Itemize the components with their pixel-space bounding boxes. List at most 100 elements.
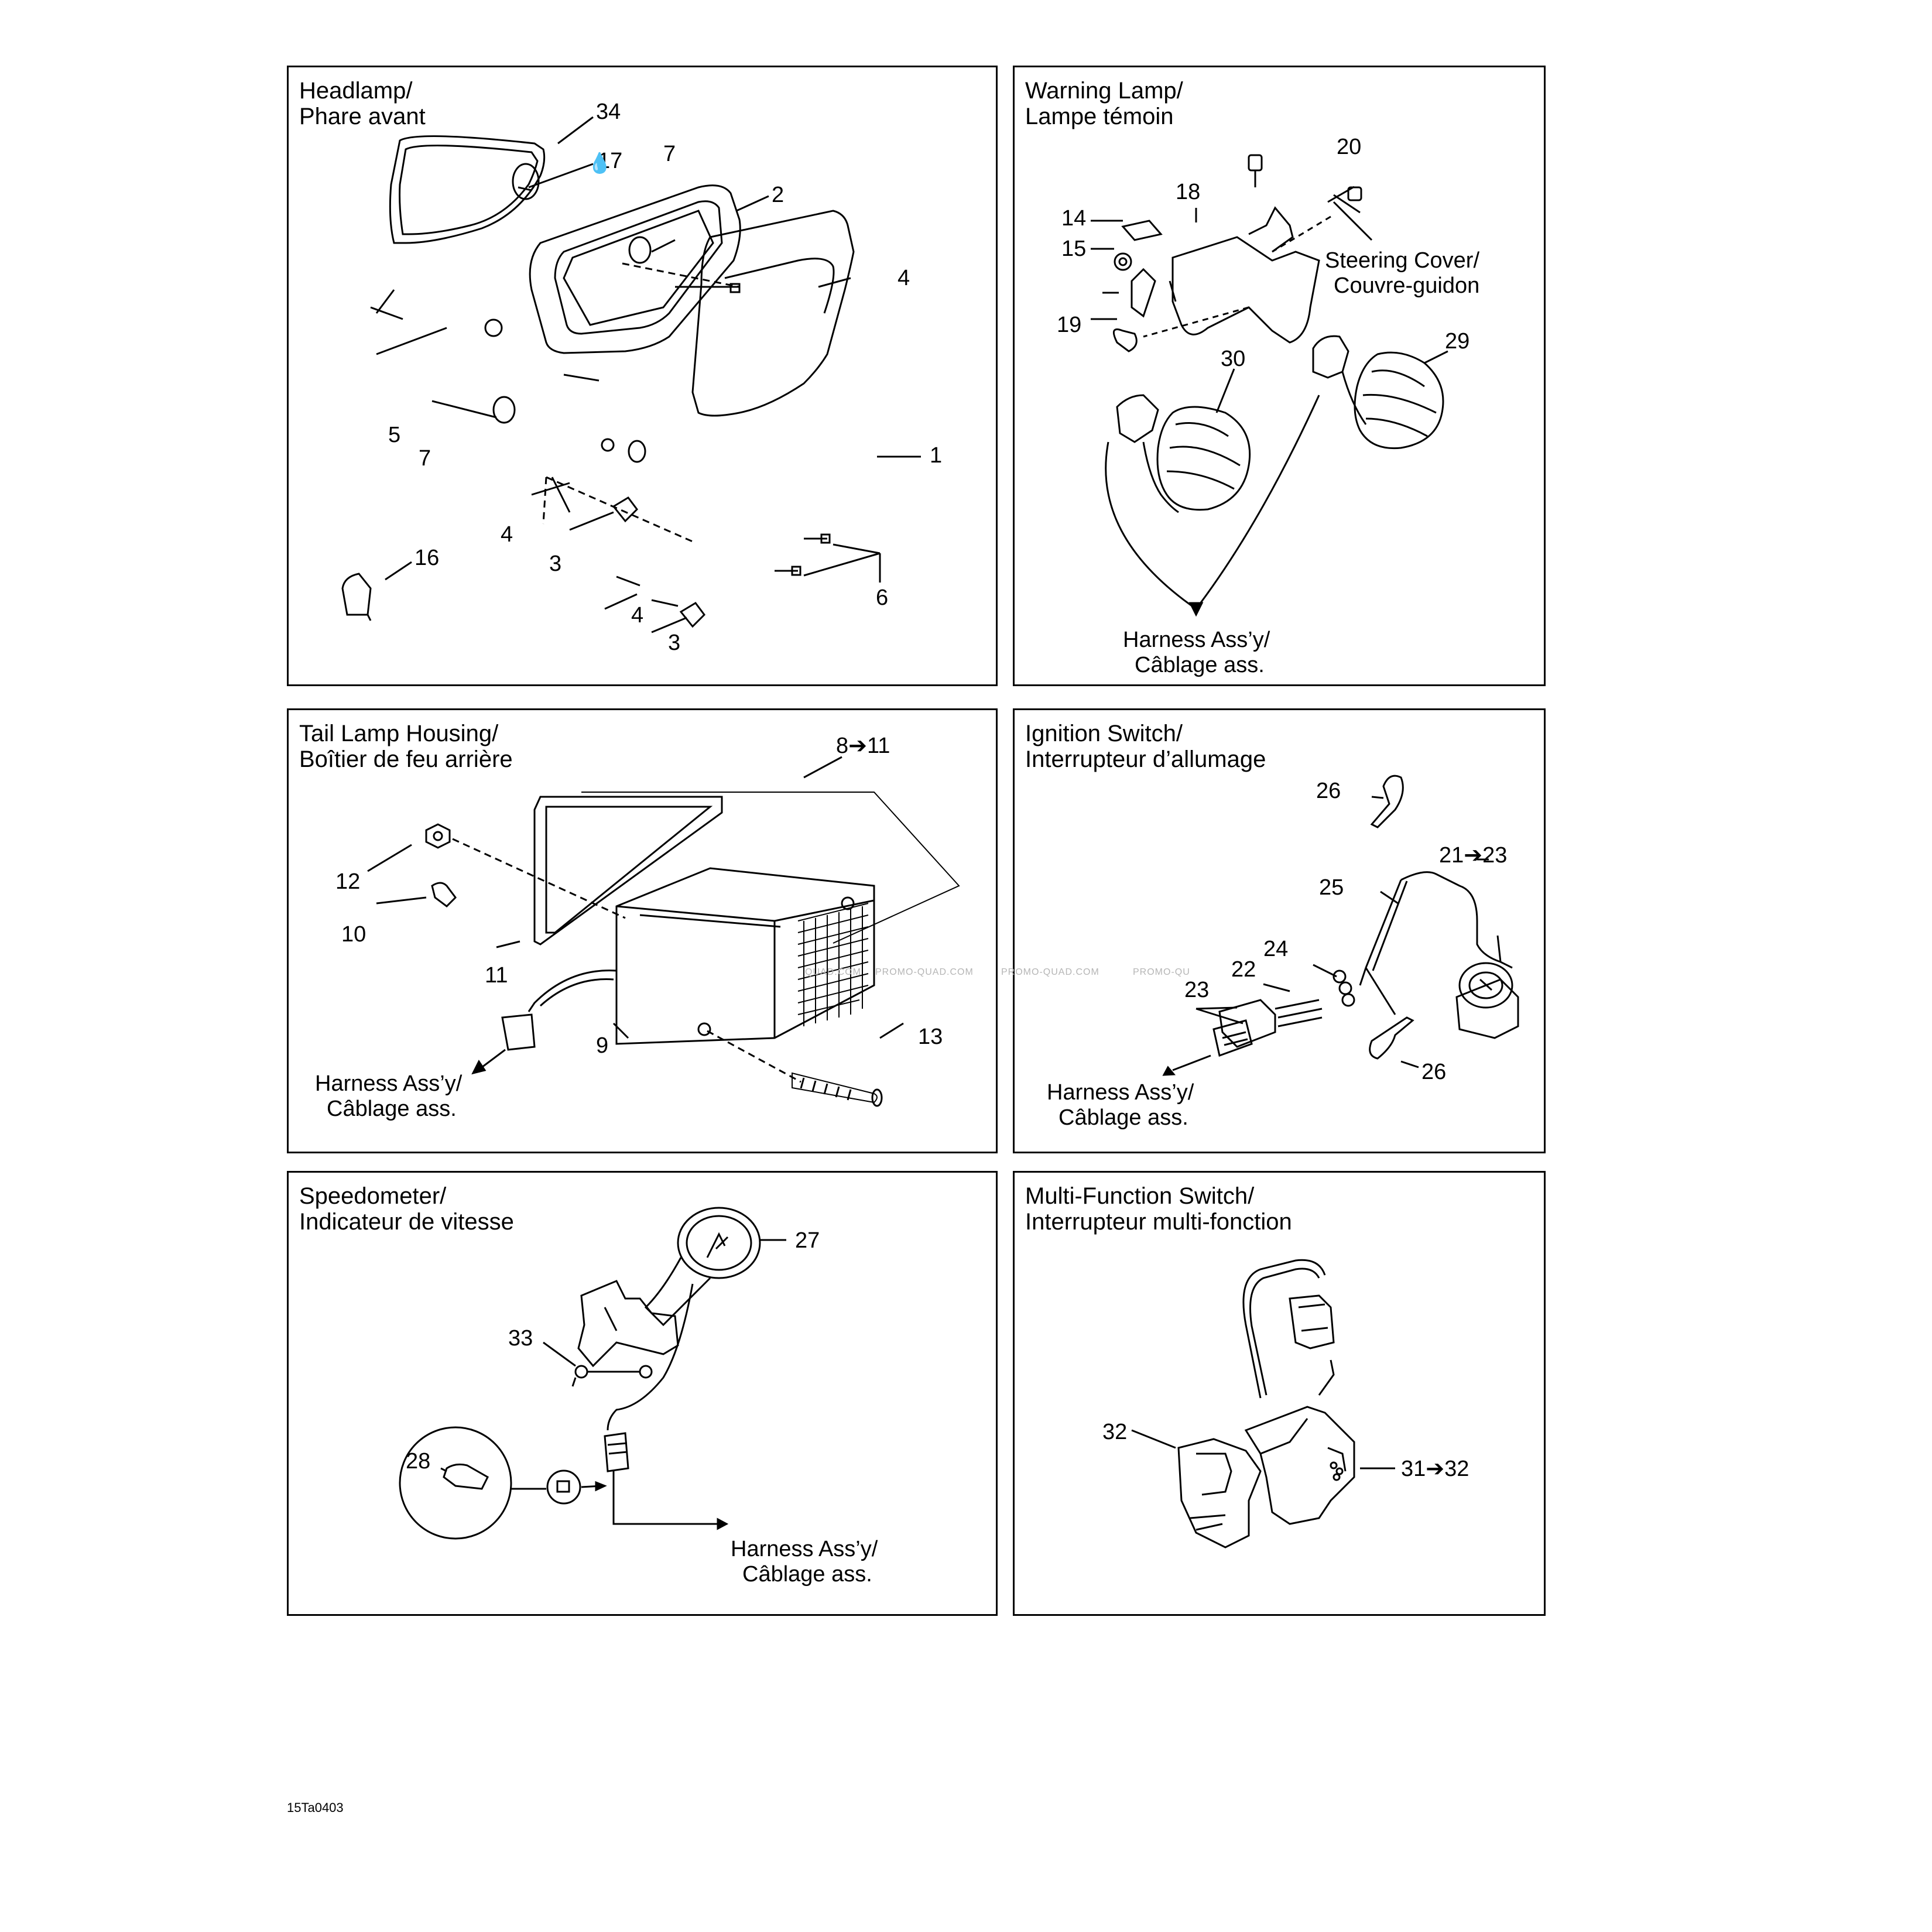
harness-fr: Câblage ass. <box>742 1562 872 1587</box>
nuts-part <box>571 1365 653 1387</box>
panel-warning-lamp: Warning Lamp/ Lampe témoin <box>1013 66 1546 686</box>
harness-en: Harness Ass’y/ <box>1047 1080 1194 1105</box>
knobs-part <box>612 496 705 628</box>
callout-29: 29 <box>1445 329 1469 354</box>
harness-en: Harness Ass’y/ <box>1123 628 1270 652</box>
panel-title: Ignition Switch/ Interrupteur d’allumage <box>1025 721 1266 772</box>
panel-ignition-switch: Ignition Switch/ Interrupteur d’allumage <box>1013 708 1546 1153</box>
callout-7: 7 <box>663 142 676 166</box>
lamp-29 <box>1312 335 1444 450</box>
callout-24: 24 <box>1263 937 1288 961</box>
cable-part <box>604 1283 729 1530</box>
callout-30: 30 <box>1221 347 1245 371</box>
callout-28: 28 <box>406 1449 430 1474</box>
callout-11: 11 <box>485 963 508 988</box>
wire-part <box>1242 1259 1335 1399</box>
callouts: 26 21➔23 25 24 22 23 26 Harness Ass’y/ C… <box>1047 779 1507 1130</box>
bolts-part <box>370 283 831 607</box>
watermark-3: PROMO-QUAD.COM <box>1001 967 1099 977</box>
callout-7b: 7 <box>419 446 431 471</box>
warning-lamp-drawing: 20 18 14 15 19 30 29 Steering Cover/ Cou… <box>1057 135 1479 677</box>
title-en: Tail Lamp Housing/ <box>299 721 499 746</box>
leader-lines <box>1091 186 1448 413</box>
callout-16: 16 <box>415 546 439 570</box>
panel-title: Warning Lamp/ Lampe témoin <box>1025 78 1183 129</box>
title-en: Ignition Switch/ <box>1025 721 1183 746</box>
panel-speedometer: Speedometer/ Indicateur de vitesse <box>287 1171 998 1616</box>
harness-en: Harness Ass’y/ <box>731 1537 878 1561</box>
callout-17: 17 <box>598 149 622 173</box>
callout-34: 34 <box>596 100 621 124</box>
callout-8-11: 8➔11 <box>836 734 890 758</box>
callout-25: 25 <box>1319 875 1344 900</box>
callout-12: 12 <box>335 869 360 894</box>
callout-3b: 3 <box>668 631 680 655</box>
callouts: 20 18 14 15 19 30 29 Steering Cover/ Cou… <box>1057 135 1479 677</box>
title-fr: Indicateur de vitesse <box>299 1209 514 1235</box>
multifunction-drawing: 32 31➔32 <box>1102 1259 1469 1549</box>
title-fr: Lampe témoin <box>1025 104 1174 129</box>
callout-32: 32 <box>1102 1420 1127 1444</box>
callouts: 32 31➔32 <box>1102 1420 1469 1481</box>
callout-14: 14 <box>1061 206 1086 231</box>
title-fr: Interrupteur multi-fonction <box>1025 1209 1292 1235</box>
headlamp-bulb-part <box>389 135 546 244</box>
leader-lines <box>440 1239 786 1472</box>
callout-5: 5 <box>388 423 400 447</box>
clip-part <box>341 573 372 621</box>
harness-fr: Câblage ass. <box>1135 653 1265 677</box>
leader-lines <box>376 116 921 633</box>
leader-lines <box>1195 796 1489 1068</box>
title-fr: Boîtier de feu arrière <box>299 746 513 772</box>
screw-part <box>792 1072 883 1107</box>
switch-part <box>1455 935 1519 1039</box>
watermark-2: PROMO-QUAD.COM <box>875 967 974 977</box>
callout-9: 9 <box>596 1033 608 1058</box>
callout-4: 4 <box>898 266 910 290</box>
callout-18: 18 <box>1176 180 1200 204</box>
drop-icon: 💧 <box>587 152 612 174</box>
ignition-drawing: 26 21➔23 25 24 22 23 26 Harness Ass’y/ C… <box>1047 775 1519 1130</box>
grommets-part <box>492 236 652 463</box>
title-en: Headlamp/ <box>299 78 413 104</box>
headlamp-drawing: 34 17 💧 7 2 4 5 7 1 4 3 16 4 3 6 <box>341 100 942 655</box>
bulb-part <box>425 823 457 907</box>
panel-title: Tail Lamp Housing/ Boîtier de feu arrièr… <box>299 721 513 772</box>
callout-1: 1 <box>930 443 942 468</box>
watermark-4: PROMO-QU <box>1133 967 1190 977</box>
callout-19: 19 <box>1057 313 1081 337</box>
small-parts <box>1102 154 1362 352</box>
speedometer-drawing: 27 33 28 Harness Ass’y/ Câblage ass. <box>399 1207 878 1587</box>
title-en: Multi-Function Switch/ <box>1025 1183 1255 1209</box>
connector-part <box>1289 1294 1335 1349</box>
title-fr: Interrupteur d’allumage <box>1025 746 1266 772</box>
panel-title: Multi-Function Switch/ Interrupteur mult… <box>1025 1183 1292 1235</box>
callout-10: 10 <box>341 922 366 947</box>
headlamp-cover-part <box>691 210 855 417</box>
callout-27: 27 <box>795 1228 820 1253</box>
callout-4c: 4 <box>631 603 643 628</box>
callout-15: 15 <box>1061 237 1086 261</box>
bracket-part <box>1131 206 1320 344</box>
callout-23: 23 <box>1184 978 1209 1002</box>
title-en: Warning Lamp/ <box>1025 78 1183 104</box>
panel-tail-lamp: Tail Lamp Housing/ Boîtier de feu arrièr… <box>287 708 998 1153</box>
harness-fr: Câblage ass. <box>1059 1105 1188 1130</box>
steering-cover-fr: Couvre-guidon <box>1334 273 1479 298</box>
figure-code: 15Ta0403 <box>287 1800 344 1815</box>
callout-4b: 4 <box>501 522 513 547</box>
harness-fr: Câblage ass. <box>327 1097 457 1121</box>
harness-en: Harness Ass’y/ <box>315 1071 463 1096</box>
switch-housing-part <box>1177 1406 1355 1549</box>
callouts: 27 33 28 Harness Ass’y/ Câblage ass. <box>406 1228 878 1587</box>
gauge-part <box>644 1207 761 1327</box>
tail-lamp-drawing: 8➔11 12 10 11 9 13 Harness Ass’y/ Câblag… <box>315 734 960 1121</box>
tie-strap-part <box>1369 775 1414 1060</box>
panel-title: Speedometer/ Indicateur de vitesse <box>299 1183 514 1235</box>
harness-arrows <box>1105 395 1320 617</box>
panel-headlamp: Headlamp/ Phare avant <box>287 66 998 686</box>
connector-part <box>1212 970 1355 1057</box>
steering-cover-en: Steering Cover/ <box>1325 248 1479 273</box>
callout-21-23: 21➔23 <box>1439 843 1507 868</box>
callout-22: 22 <box>1231 957 1256 982</box>
